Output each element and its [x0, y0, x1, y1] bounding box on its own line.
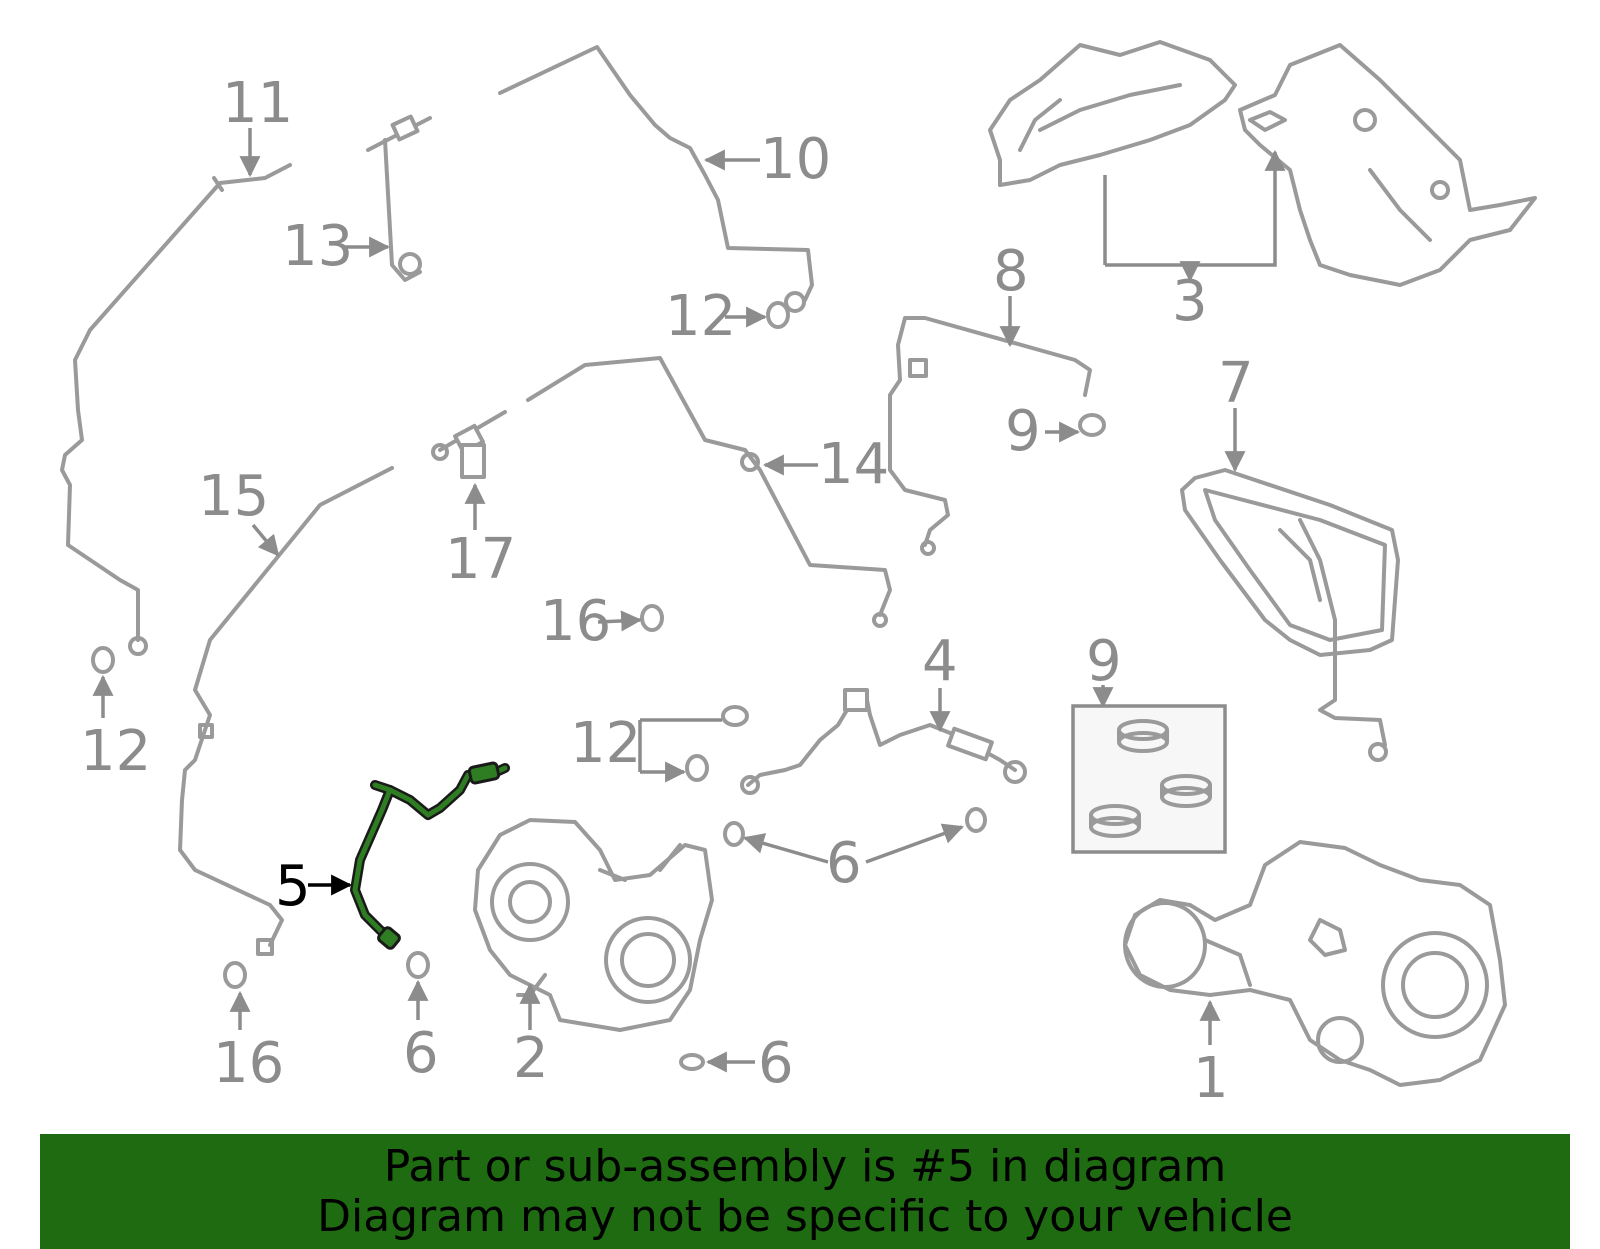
part-3-heat-shields: [988, 40, 1537, 287]
callout-16: 16: [540, 589, 611, 654]
banner-line-1: Part or sub-assembly is #5 in diagram: [383, 1141, 1227, 1192]
banner-line-2: Diagram may not be specific to your vehi…: [317, 1191, 1293, 1242]
parts-diagram: 11 13 10 3 8 12 7 9 14 15 17 16 9 4 12 1…: [60, 40, 1537, 1111]
callout-9: 9: [1005, 399, 1041, 464]
part-1-assembly: [1123, 840, 1507, 1087]
kit-ring: [1089, 804, 1141, 838]
callout-9-kit: 9: [1086, 629, 1122, 694]
part-4-pipe: [740, 688, 1027, 795]
kit-ring: [1160, 774, 1212, 808]
callout-2: 2: [513, 1026, 549, 1091]
callout-labels: 11 13 10 3 8 12 7 9 14 15 17 16 9 4 12 1…: [80, 71, 1254, 1111]
callout-6: 6: [403, 1021, 439, 1086]
part-17-tee: [431, 410, 507, 479]
part-8-pipe: [888, 316, 1092, 556]
part-13-pipe: [366, 114, 432, 282]
callout-6: 6: [826, 831, 862, 896]
part-12-ring: [91, 301, 790, 782]
callout-15: 15: [198, 464, 269, 529]
part-6-ring: [406, 807, 987, 1071]
callout-4: 4: [922, 629, 958, 694]
callout-10: 10: [760, 127, 831, 192]
callout-13: 13: [282, 214, 353, 279]
callout-1: 1: [1193, 1046, 1229, 1111]
part-15-pipe: [178, 466, 394, 956]
part-11-pipe: [60, 163, 292, 656]
callout-11: 11: [222, 71, 293, 136]
kit-ring: [1117, 719, 1169, 753]
part-14-pipe: [526, 356, 892, 628]
part-10-pipe: [498, 45, 814, 313]
callout-16: 16: [213, 1031, 284, 1096]
callout-12: 12: [665, 284, 736, 349]
callout-12: 12: [80, 719, 151, 784]
leader-lines: [92, 128, 1275, 1073]
part-5-highlighted: [350, 761, 510, 950]
callout-3: 3: [1172, 269, 1208, 334]
callout-12: 12: [570, 711, 641, 776]
part-9-ring: [1078, 413, 1106, 437]
callout-14: 14: [818, 432, 889, 497]
callout-8: 8: [993, 239, 1029, 304]
part-2-turbocharger: [473, 818, 714, 1032]
callout-6: 6: [758, 1031, 794, 1096]
callout-7: 7: [1218, 351, 1254, 416]
info-banner: Part or sub-assembly is #5 in diagram Di…: [40, 1134, 1570, 1249]
part-7-shield: [1180, 468, 1400, 762]
callout-17: 17: [445, 527, 516, 592]
callout-5: 5: [275, 854, 311, 919]
part-9-kit: [1071, 704, 1227, 854]
